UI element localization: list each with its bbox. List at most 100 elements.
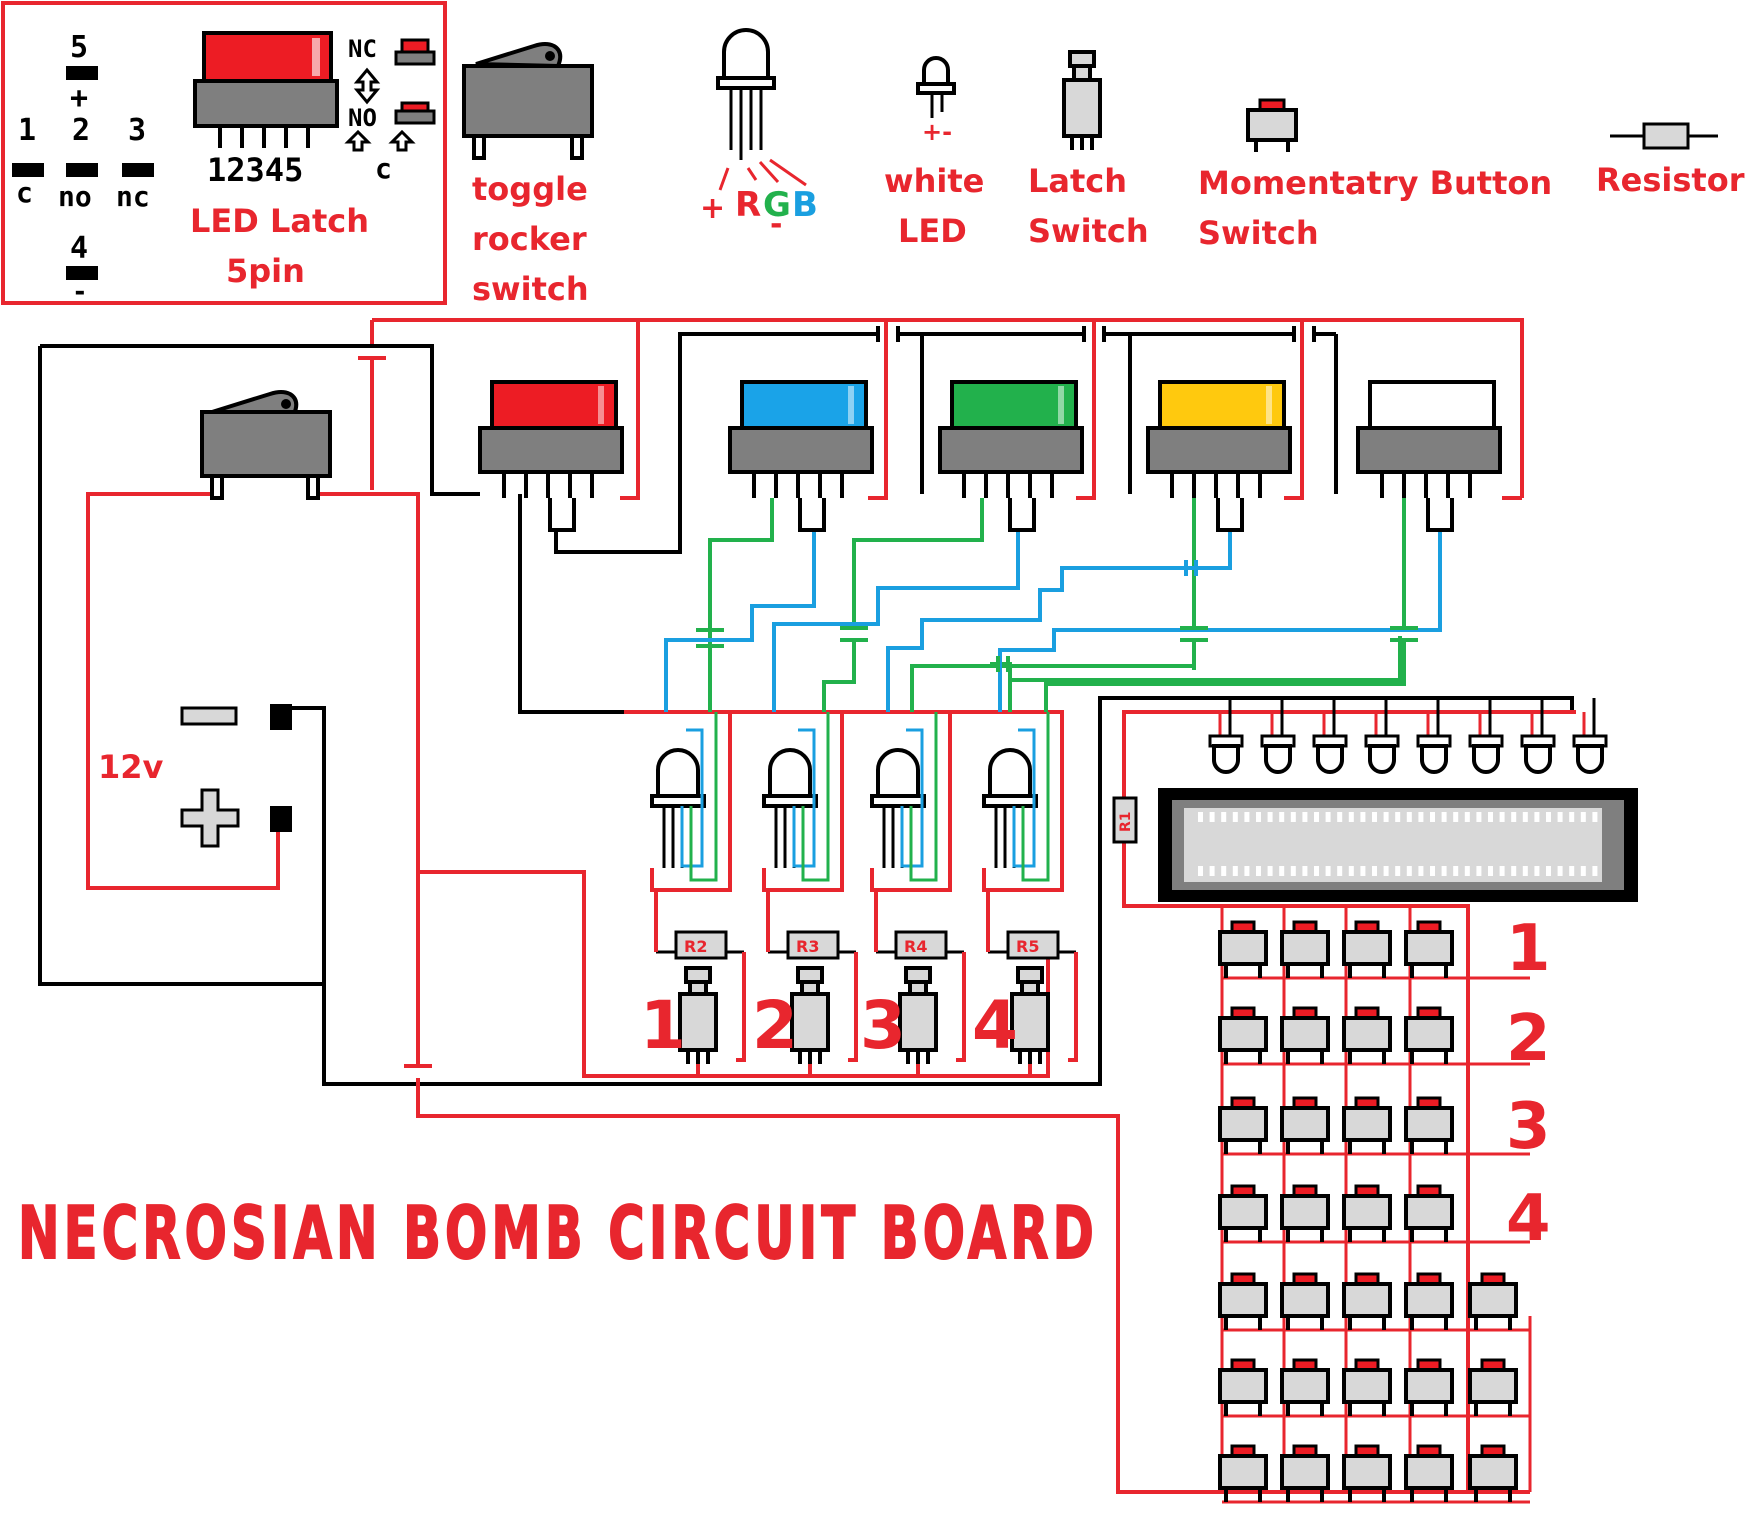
wire-green bbox=[689, 712, 718, 882]
led-latch-switch bbox=[1356, 380, 1502, 532]
wire-red bbox=[956, 952, 966, 1062]
momentary-button bbox=[1280, 1368, 1330, 1404]
wire-green bbox=[1044, 680, 1406, 712]
latch-pin-u bbox=[1008, 498, 1036, 532]
white-led bbox=[1576, 744, 1604, 774]
lcd-dot bbox=[1360, 812, 1366, 822]
nc-label: NC bbox=[348, 35, 377, 63]
wire-red bbox=[1122, 860, 1470, 1492]
resistor-body bbox=[674, 930, 728, 960]
momentary-button bbox=[1404, 1368, 1454, 1404]
white-led-sign: +- bbox=[922, 118, 952, 146]
resistor-body bbox=[786, 930, 840, 960]
lcd-dot bbox=[1522, 866, 1528, 876]
keypad-row-label: 4 bbox=[1506, 1182, 1551, 1256]
arrow-up-icon bbox=[344, 129, 372, 152]
lcd-dot bbox=[1430, 866, 1435, 876]
lcd-dot bbox=[1592, 866, 1598, 876]
wire-blue bbox=[900, 728, 924, 868]
latch-switch-cap bbox=[904, 966, 932, 984]
arrow-up-icon bbox=[388, 129, 416, 152]
latch-pin-u bbox=[798, 498, 826, 532]
wire-red bbox=[736, 952, 746, 1062]
led-latch-switch bbox=[938, 380, 1084, 532]
white-led bbox=[1420, 744, 1448, 774]
latch-switch-cap bbox=[684, 966, 712, 984]
lcd-dot bbox=[1511, 866, 1517, 876]
latch-switch-cap bbox=[1016, 966, 1044, 984]
lcd-dot bbox=[1314, 812, 1319, 822]
lcd-dot bbox=[1557, 866, 1563, 876]
resistor-label: R2 bbox=[684, 937, 707, 956]
momentary-button bbox=[1404, 1016, 1454, 1052]
lcd-dot bbox=[1511, 812, 1517, 822]
resistor-label: Resistor bbox=[1596, 161, 1745, 199]
white-led-legend-icon: +- white LED bbox=[884, 56, 984, 250]
led-latch-cap bbox=[490, 380, 618, 430]
wire-red-latch-tail bbox=[1284, 320, 1304, 500]
wire-red bbox=[848, 952, 858, 1062]
lcd-dot bbox=[1441, 866, 1447, 876]
lcd-dot bbox=[1453, 866, 1459, 876]
lcd-dot bbox=[1256, 812, 1261, 822]
lcd-dot bbox=[1557, 812, 1563, 822]
latch-number: 1 bbox=[640, 987, 686, 1064]
white-led bbox=[1368, 744, 1396, 774]
lcd-dot bbox=[1279, 866, 1285, 876]
wire-green bbox=[1021, 712, 1050, 882]
wire-red-battery bbox=[86, 492, 280, 890]
wire-black-bottom bbox=[322, 696, 1574, 1086]
wire-blue bbox=[792, 728, 816, 868]
wire-blue bbox=[772, 530, 1020, 712]
rgb-b: B bbox=[792, 185, 818, 225]
wire-green bbox=[708, 498, 774, 712]
rgb-led-dome bbox=[988, 748, 1032, 798]
rgb-led: R54 bbox=[972, 712, 1078, 1076]
led-latch-body bbox=[938, 426, 1084, 474]
momentary-button bbox=[1280, 1282, 1330, 1318]
latch-switch-legend-icon: Latch Switch bbox=[1028, 50, 1149, 250]
momentary-button bbox=[1280, 1016, 1330, 1052]
momentary-button bbox=[1404, 1282, 1454, 1318]
lcd-dot bbox=[1406, 812, 1412, 822]
double-arrow-icon bbox=[353, 67, 381, 105]
lcd-dot bbox=[1499, 866, 1505, 876]
rgb-led-dome bbox=[768, 748, 812, 798]
led-highlight bbox=[598, 386, 604, 424]
rocker-label: rocker bbox=[472, 220, 587, 258]
led-latch-body bbox=[1356, 426, 1502, 474]
momentary-button bbox=[1342, 930, 1392, 966]
lcd-dot bbox=[1337, 812, 1343, 822]
wire-red bbox=[650, 712, 732, 892]
battery-pos-terminal bbox=[270, 806, 292, 832]
legend: 5 + 1 2 3 c no nc 4 - bbox=[1, 1, 1745, 308]
momentary-button bbox=[1218, 1454, 1268, 1490]
wire-black bbox=[678, 332, 878, 494]
lcd-dot bbox=[1360, 866, 1366, 876]
lcd-dot bbox=[1383, 866, 1389, 876]
wire-green bbox=[1008, 640, 1406, 712]
battery: 12v bbox=[98, 704, 292, 848]
c-label: c bbox=[375, 152, 392, 185]
resistor-body bbox=[1006, 930, 1060, 960]
lcd-dot bbox=[1418, 812, 1424, 822]
lcd-dot bbox=[1476, 866, 1482, 876]
rgb-minus: - bbox=[770, 207, 782, 242]
resistor-r1 bbox=[1112, 796, 1138, 844]
wire-green bbox=[910, 640, 1196, 712]
led-highlight bbox=[1266, 386, 1272, 424]
lcd-dot bbox=[1395, 812, 1401, 822]
lcd-screen bbox=[1184, 808, 1602, 882]
wire-blue bbox=[1012, 728, 1036, 868]
pin-4 bbox=[66, 266, 98, 280]
battery-voltage: 12v bbox=[98, 748, 164, 786]
lcd-dot bbox=[1546, 866, 1551, 876]
minus-symbol bbox=[180, 706, 238, 726]
led-latch-cap bbox=[1368, 380, 1496, 430]
white-led bbox=[1316, 744, 1344, 774]
lcd-dot bbox=[1244, 866, 1250, 876]
pin-3 bbox=[122, 163, 154, 177]
latch-pin-u bbox=[1426, 498, 1454, 532]
toggle-rocker-legend-icon: toggle rocker switch bbox=[462, 42, 594, 308]
